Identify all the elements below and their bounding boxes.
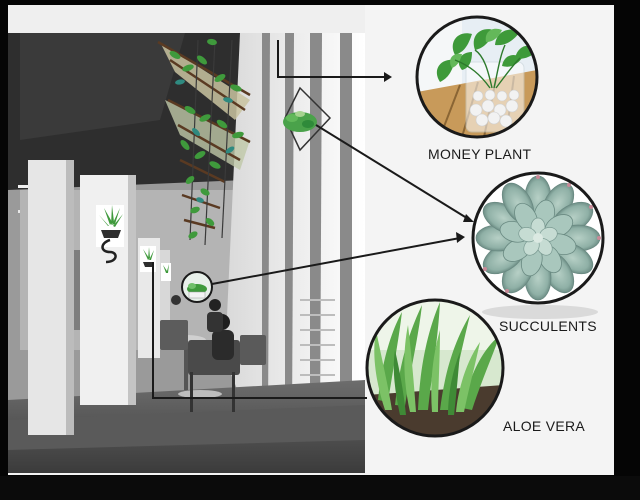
aloe-vera-photo xyxy=(365,298,505,438)
succulent-rosette-photo xyxy=(471,171,605,319)
succulent-rosette xyxy=(475,175,601,301)
succulents-label: SUCCULENTS xyxy=(499,318,597,334)
planter-circle-highlight xyxy=(181,271,213,303)
money-plant-photo xyxy=(415,15,539,139)
diamond-planter xyxy=(283,86,332,152)
aloe-vera-label: ALOE VERA xyxy=(503,418,586,434)
interior-photo xyxy=(8,33,365,473)
connector-arrowheads xyxy=(384,72,474,243)
ceiling-vines xyxy=(157,38,251,246)
connector-lines xyxy=(152,40,471,399)
money-plant-label: MONEY PLANT xyxy=(428,146,532,162)
